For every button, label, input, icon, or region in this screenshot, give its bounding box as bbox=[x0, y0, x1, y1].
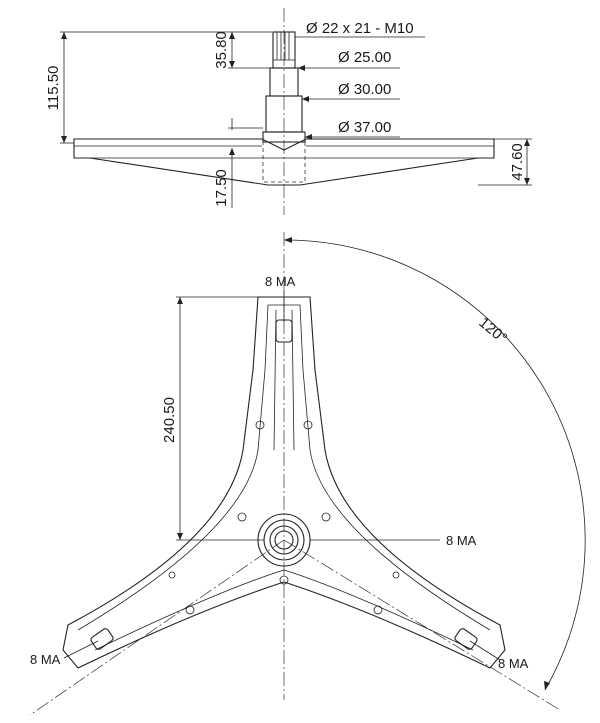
dim-17: 17.50 bbox=[213, 169, 230, 207]
angle-arc bbox=[283, 239, 586, 691]
angle-label: 120° bbox=[475, 314, 510, 347]
hub-inner bbox=[269, 525, 299, 555]
rib-inner-left bbox=[77, 304, 269, 631]
label-8ma-right: 8 MA bbox=[446, 533, 477, 548]
side-view: Ø 22 x 21 - M10 Ø 25.00 Ø 30.00 Ø 37.00 … bbox=[45, 8, 532, 215]
label-8ma-top: 8 MA bbox=[265, 274, 296, 289]
label-8ma-bottom-left: 8 MA bbox=[30, 652, 61, 667]
dim-47: 47.60 bbox=[509, 143, 526, 181]
dim-d37: Ø 37.00 bbox=[338, 119, 391, 136]
dim-240: 240.50 bbox=[161, 397, 178, 443]
dim-spline: Ø 22 x 21 - M10 bbox=[306, 20, 414, 37]
slot-left bbox=[90, 628, 114, 650]
rib-inner-right bbox=[268, 304, 491, 631]
hidden-hub bbox=[262, 141, 306, 183]
hub-mid bbox=[263, 519, 305, 561]
spider-outline bbox=[62, 296, 506, 669]
dim-35: 35.80 bbox=[213, 31, 230, 69]
hub-bore bbox=[274, 530, 294, 550]
dim-d25: Ø 25.00 bbox=[338, 49, 391, 66]
label-8ma-bottom-right: 8 MA bbox=[498, 656, 529, 671]
rib-inner-bottom bbox=[94, 569, 474, 651]
dim-d30: Ø 30.00 bbox=[338, 81, 391, 98]
flange-outline bbox=[73, 138, 495, 186]
slot-right bbox=[454, 628, 478, 650]
center-line-right bbox=[283, 539, 561, 711]
dim-115: 115.50 bbox=[45, 66, 62, 111]
top-view: 120° 240.50 8 MA bbox=[29, 232, 586, 716]
center-line-left bbox=[29, 539, 285, 716]
